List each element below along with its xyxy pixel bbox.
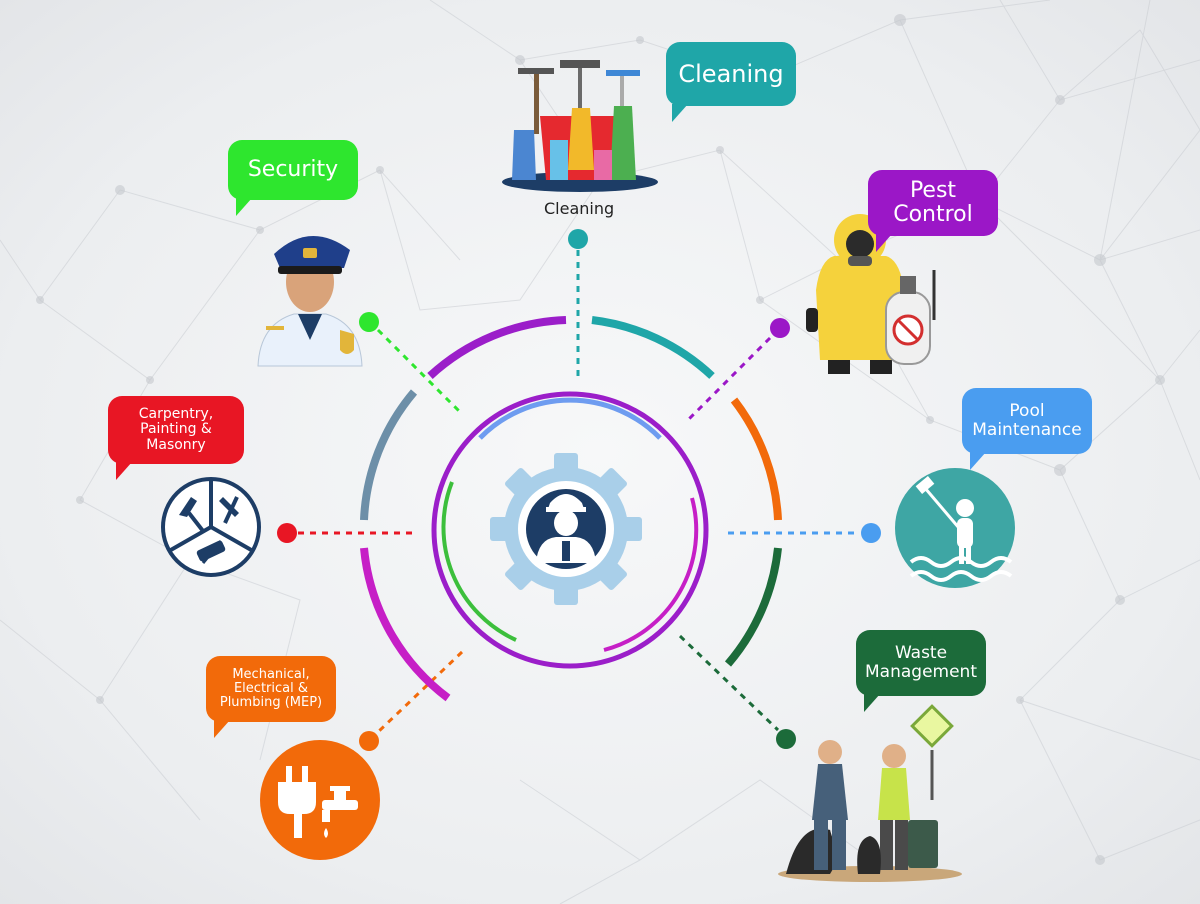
- outer-arc-magenta-left: [360, 547, 451, 702]
- tools-icon: [161, 477, 261, 577]
- label-pool-maintenance-text: Pool Maintenance: [972, 401, 1082, 440]
- label-cleaning: Cleaning: [666, 42, 796, 122]
- outer-arc-orange-right: [730, 397, 782, 521]
- connector-waste-management: [678, 634, 780, 732]
- label-mep-text: Mechanical, Electrical & Plumbing (MEP): [219, 666, 323, 711]
- outer-ring: [360, 316, 782, 702]
- label-pool-maintenance: Pool Maintenance: [962, 388, 1092, 470]
- dot-security: [359, 312, 379, 332]
- label-waste-management: Waste Management: [856, 630, 986, 712]
- label-pest-control-text: Pest Control: [893, 177, 973, 227]
- label-waste-management-text: Waste Management: [865, 643, 977, 682]
- label-security: Security: [228, 140, 358, 216]
- dot-pool-maintenance: [861, 523, 881, 543]
- connectors: [298, 250, 860, 734]
- dot-cleaning: [568, 229, 588, 249]
- label-security-text: Security: [247, 156, 339, 182]
- caption-cleaning: Cleaning: [544, 199, 615, 218]
- outer-arc-teal-top: [591, 316, 715, 379]
- hazmat-sprayer-icon: [806, 214, 936, 374]
- waste-workers-icon: [778, 704, 962, 882]
- label-pest-control: Pest Control: [868, 170, 998, 252]
- connector-security: [376, 328, 464, 416]
- inner-arc-blue: [478, 397, 662, 440]
- inner-ring: [431, 391, 709, 669]
- dot-carpentry: [277, 523, 297, 543]
- label-carpentry-text: Carpentry, Painting & Masonry: [138, 405, 214, 453]
- dot-waste-management: [776, 729, 796, 749]
- label-carpentry: Carpentry, Painting & Masonry: [108, 396, 244, 480]
- dot-pest-control: [770, 318, 790, 338]
- label-mep: Mechanical, Electrical & Plumbing (MEP): [206, 656, 336, 738]
- inner-arc-magenta: [603, 497, 699, 652]
- connector-mep: [376, 650, 464, 734]
- outer-arc-green-right: [724, 547, 782, 667]
- plug-tap-icon: [260, 740, 380, 860]
- worker-gear-icon: [490, 453, 642, 605]
- outer-arc-purple-top: [427, 316, 567, 379]
- connector-dots: [277, 229, 881, 751]
- connector-pest-control: [686, 336, 772, 422]
- dot-mep: [359, 731, 379, 751]
- cleaning-supplies-icon: [502, 60, 658, 192]
- outer-arc-slate-left: [360, 389, 418, 521]
- inner-arc-green: [441, 481, 517, 642]
- security-guard-icon: [257, 235, 363, 367]
- label-cleaning-text: Cleaning: [678, 59, 784, 88]
- pool-cleaner-icon: [895, 468, 1015, 588]
